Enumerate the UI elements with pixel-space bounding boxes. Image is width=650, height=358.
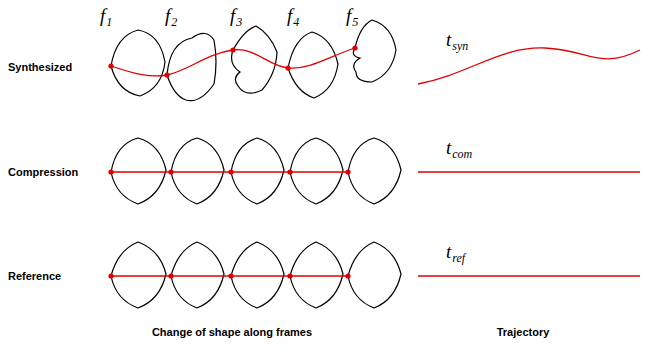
frame-symbol: f bbox=[165, 6, 170, 25]
trajectory-subscript: com bbox=[452, 148, 472, 160]
frame-index: 3 bbox=[236, 16, 242, 28]
frame-dots bbox=[108, 45, 357, 278]
frame-index: 2 bbox=[171, 16, 177, 28]
trajectory-subscript: syn bbox=[452, 40, 468, 52]
trajectory-lines bbox=[111, 48, 640, 276]
trajectory-subscript: ref bbox=[452, 252, 465, 264]
frame-symbol: f bbox=[346, 6, 351, 25]
axis-caption: Trajectory bbox=[497, 327, 550, 338]
trajectory-symbol: t bbox=[446, 138, 451, 157]
trajectory-symbol: t bbox=[446, 30, 451, 49]
trajectory-symbol: t bbox=[446, 242, 451, 261]
frame-index: 1 bbox=[106, 16, 112, 28]
frame-symbol: f bbox=[100, 6, 105, 25]
axis-caption: Change of shape along frames bbox=[152, 327, 312, 338]
row-label: Reference bbox=[8, 271, 61, 282]
row-label: Compression bbox=[8, 167, 78, 178]
frame-symbol: f bbox=[287, 6, 292, 25]
row-label: Synthesized bbox=[8, 62, 72, 73]
frame-index: 5 bbox=[352, 16, 358, 28]
frame-symbol: f bbox=[230, 6, 235, 25]
frame-index: 4 bbox=[293, 16, 299, 28]
frame-shapes bbox=[111, 20, 401, 308]
